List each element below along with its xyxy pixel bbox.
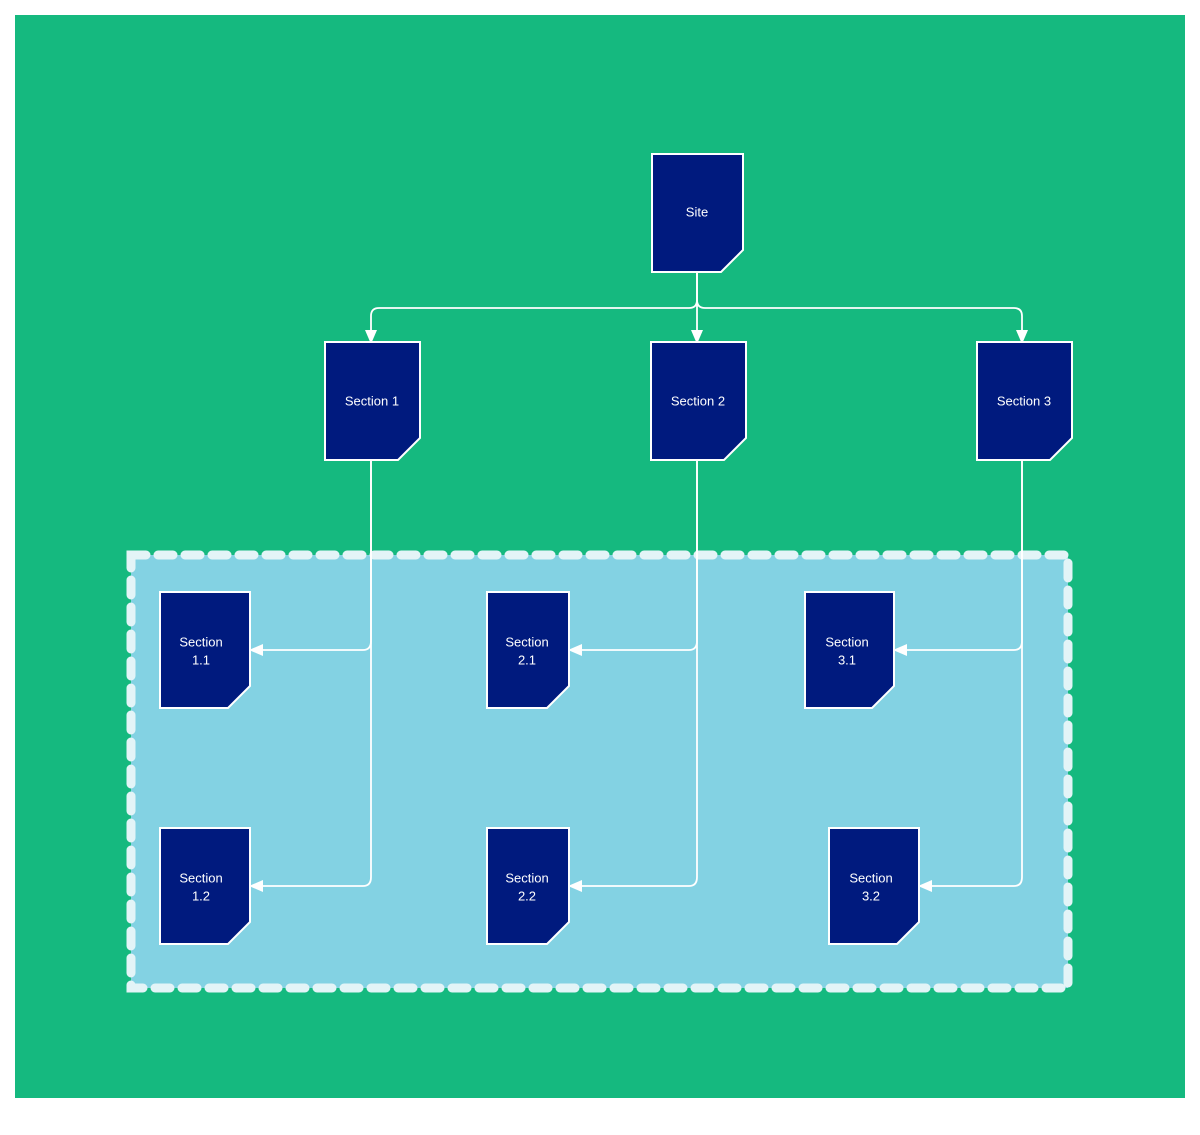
subgraph-dashed-border (126, 550, 1073, 993)
node-section-2-shape (650, 341, 747, 461)
edge-section-1-to-section-1-2 (249, 460, 372, 892)
node-section-2-1[interactable]: Section 2.1 (486, 591, 570, 709)
node-site[interactable]: Site (651, 153, 744, 273)
node-section-2-1-shape (486, 591, 570, 709)
node-section-3[interactable]: Section 3 (976, 341, 1073, 461)
node-section-2-label: Section 2 (671, 393, 725, 408)
node-section-1-1-shape (159, 591, 251, 709)
node-section-2-2-label-2: 2.2 (518, 888, 536, 903)
node-section-2-1-label-2: 2.1 (518, 652, 536, 667)
node-section-1-1-label-2: 1.1 (192, 652, 210, 667)
edge-section-3-to-section-3-2 (918, 460, 1023, 892)
node-section-3-1-label-2: 3.1 (838, 652, 856, 667)
node-section-3-shape (976, 341, 1073, 461)
subgraph-subsections (126, 550, 1073, 993)
node-site-shape (651, 153, 744, 273)
node-section-2-2[interactable]: Section 2.2 (486, 827, 570, 945)
subgraph-background (131, 555, 1068, 988)
node-section-3-2[interactable]: Section 3.2 (828, 827, 920, 945)
node-section-2[interactable]: Section 2 (650, 341, 747, 461)
node-section-3-2-label: Section (849, 870, 892, 885)
edge-site-to-section-3 (696, 272, 1028, 344)
node-section-1-2[interactable]: Section 1.2 (159, 827, 251, 945)
node-section-3-label: Section 3 (997, 393, 1051, 408)
node-section-3-2-label-2: 3.2 (862, 888, 880, 903)
node-section-1-1[interactable]: Section 1.1 (159, 591, 251, 709)
node-section-2-1-label: Section (505, 634, 548, 649)
node-section-1-2-shape (159, 827, 251, 945)
node-site-label: Site (686, 204, 708, 219)
node-section-2-2-label: Section (505, 870, 548, 885)
edge-layer (249, 272, 1028, 892)
node-section-1-2-label: Section (179, 870, 222, 885)
edge-section-2-to-section-2-2 (568, 460, 698, 892)
node-section-3-1[interactable]: Section 3.1 (804, 591, 895, 709)
node-section-1-1-label: Section (179, 634, 222, 649)
node-section-3-1-label: Section (825, 634, 868, 649)
node-section-3-2-shape (828, 827, 920, 945)
node-section-1-label: Section 1 (345, 393, 399, 408)
node-section-1[interactable]: Section 1 (324, 341, 421, 461)
node-section-2-2-shape (486, 827, 570, 945)
node-section-1-2-label-2: 1.2 (192, 888, 210, 903)
node-section-1-shape (324, 341, 421, 461)
node-section-3-1-shape (804, 591, 895, 709)
